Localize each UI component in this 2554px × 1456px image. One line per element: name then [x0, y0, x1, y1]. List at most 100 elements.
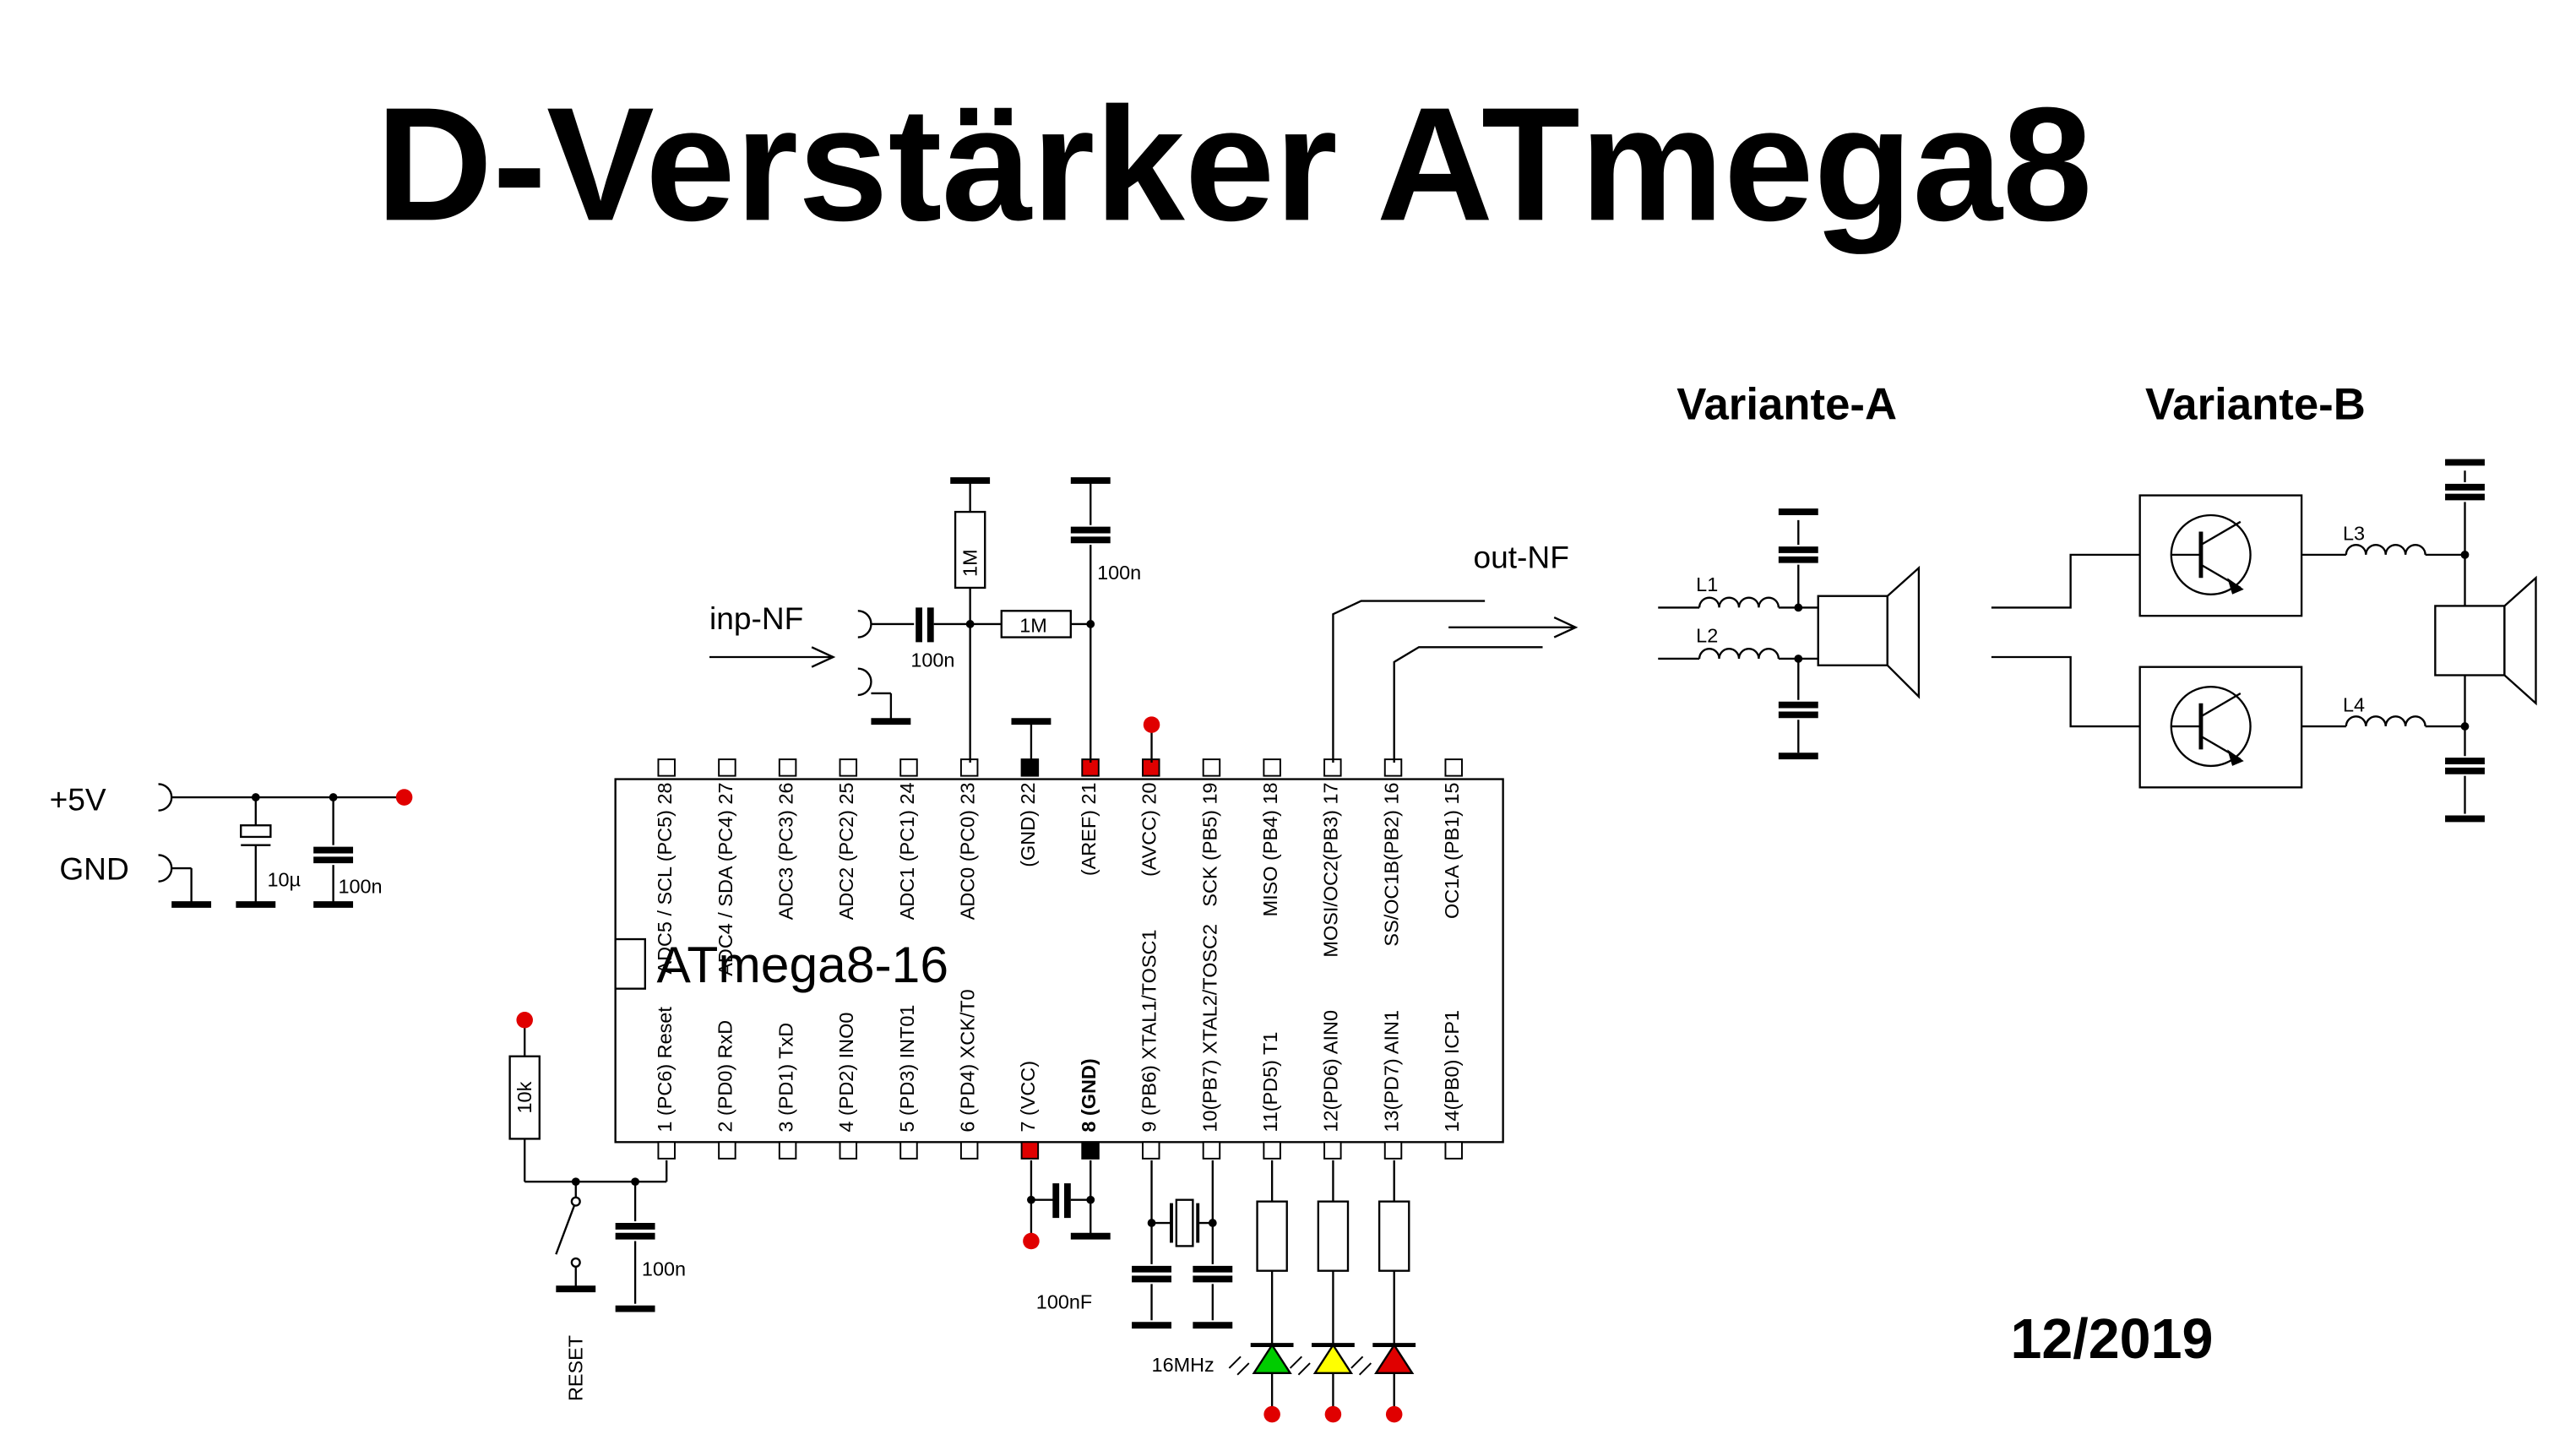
power-dot — [1324, 1405, 1342, 1423]
chip-pin-top — [1202, 758, 1221, 777]
capacitor-symbol — [616, 1226, 655, 1236]
pin-label: 4 (PD2) INO0 — [835, 1013, 857, 1133]
reset-section — [508, 1019, 668, 1304]
capacitor-symbol — [313, 850, 353, 861]
led-resistors — [1256, 1160, 1410, 1411]
led-red — [1350, 1343, 1416, 1376]
capacitor-symbol — [2445, 487, 2485, 497]
pin-label: 5 (PD3) INT01 — [896, 1005, 918, 1133]
pin-label: 14(PB0) ICP1 — [1441, 1010, 1463, 1133]
chip-body — [614, 778, 1504, 1144]
pin-label: 11(PD5) T1 — [1259, 1032, 1281, 1133]
capacitor-symbol — [1193, 1269, 1232, 1279]
pin-label: SS/OC1B(PB2) 16 — [1380, 782, 1402, 946]
c-10u-label: 10µ — [267, 869, 301, 891]
transistor-arrow — [2227, 578, 2244, 595]
switch-contact — [570, 1257, 581, 1268]
capacitor-symbol — [1132, 1269, 1171, 1279]
capacitor-symbol — [1779, 550, 1818, 560]
switch-contact — [570, 1196, 581, 1207]
chip-pin-bottom — [959, 1141, 979, 1160]
l1-label: L1 — [1696, 573, 1718, 595]
c-100n-reset-label: 100n — [642, 1258, 686, 1280]
chip-pin-bottom — [718, 1141, 736, 1160]
chip-pin-top — [778, 758, 797, 777]
power-dot — [395, 789, 413, 806]
pin-label: 6 (PD4) XCK/T0 — [957, 989, 979, 1132]
pin-label: 7 (VCC) — [1017, 1061, 1039, 1133]
capacitor-symbol — [1071, 530, 1111, 541]
power-dot — [1023, 1232, 1040, 1250]
pin-label: 10(PB7) XTAL2/TOSC2 — [1198, 924, 1220, 1133]
chip-pin-bottom — [839, 1141, 858, 1160]
pin-label: (AVCC) 20 — [1138, 782, 1160, 877]
vcc-decoupling — [1030, 1160, 1092, 1235]
r-1m-vertical-label: 1M — [959, 549, 981, 577]
chip-notch — [614, 937, 646, 990]
l3-label: L3 — [2343, 522, 2365, 544]
power-dot — [1385, 1405, 1403, 1423]
chip-pin-bottom — [657, 1141, 676, 1160]
chip-pin-bottom — [1142, 1141, 1160, 1160]
r-10k-label: 10k — [514, 1081, 535, 1113]
l2-label: L2 — [1696, 624, 1718, 646]
chip-pin-bottom — [1444, 1141, 1463, 1160]
pin-label: MISO (PB4) 18 — [1259, 782, 1281, 916]
power-dot — [516, 1012, 533, 1029]
pin-label: 8 (GND) — [1078, 1058, 1100, 1132]
pin-label: ADC3 (PC3) 26 — [774, 782, 796, 920]
led-green — [1228, 1343, 1294, 1376]
c-100nf-vcc-label: 100nF — [1036, 1291, 1092, 1313]
pin-label: 2 (PD0) RxD — [715, 1020, 736, 1133]
capacitor-symbol — [2445, 761, 2485, 771]
pin-label: 9 (PB6) XTAL1/TOSC1 — [1138, 929, 1160, 1132]
chip-pin-top — [899, 758, 918, 777]
variante-b-circuit — [1991, 470, 2537, 814]
chip-name: ATmega8-16 — [656, 936, 948, 993]
chip-pin-bottom — [1263, 1141, 1281, 1160]
chip-pin-bottom — [1202, 1141, 1221, 1160]
chip-pin-bottom — [1383, 1141, 1403, 1160]
chip-pin-top — [1263, 758, 1281, 777]
variante-a-title: Variante-A — [1676, 380, 1897, 430]
c-100n-supply-label: 100n — [338, 875, 382, 897]
pin-label: OC1A (PB1) 15 — [1441, 782, 1463, 919]
pin-label: SCK (PB5) 19 — [1198, 782, 1220, 906]
page-title: D-Verstärker ATmega8 — [376, 73, 2092, 254]
pin-label: 13(PD7) AIN1 — [1380, 1010, 1402, 1133]
pin-label: 12(PD6) AIN0 — [1320, 1010, 1342, 1133]
crystal-section — [1150, 1160, 1214, 1321]
out-nf-label: out-NF — [1473, 540, 1568, 575]
c-100n-aref-label: 100n — [1097, 562, 1141, 584]
pin-label: ADC0 (PC0) 23 — [957, 782, 979, 920]
inp-nf-label: inp-NF — [709, 600, 803, 636]
reset-label: RESET — [565, 1335, 587, 1401]
variante-b-title: Variante-B — [2145, 380, 2366, 430]
pin-label: ADC5 / SCL (PC5) 28 — [654, 782, 676, 974]
pin-label: MOSI/OC2(PB3) 17 — [1320, 782, 1342, 957]
chip-pin-top — [1444, 758, 1463, 777]
date-label: 12/2019 — [2010, 1308, 2213, 1371]
chip-pin-top — [718, 758, 736, 777]
power-supply-section — [158, 783, 405, 904]
chip-pin-top — [657, 758, 676, 777]
pin-label: (GND) 22 — [1017, 782, 1039, 867]
plus5v-label: +5V — [50, 782, 106, 818]
gnd-label: GND — [59, 851, 128, 887]
chip-pin-bottom — [1081, 1141, 1100, 1160]
pin-label: ADC1 (PC1) 24 — [896, 782, 918, 920]
input-section — [709, 479, 1153, 763]
chip-pin-bottom — [1323, 1141, 1342, 1160]
pin-label: 1 (PC6) Reset — [654, 1007, 676, 1133]
crystal-16mhz-label: 16MHz — [1152, 1354, 1215, 1376]
power-dot — [1143, 716, 1160, 733]
chip-pin-bottom — [899, 1141, 918, 1160]
chip-pin-top — [839, 758, 858, 777]
chip-pin-bottom — [1020, 1141, 1040, 1160]
transistor-arrow — [2227, 749, 2244, 766]
led-yellow — [1289, 1343, 1355, 1376]
c-100n-input-label: 100n — [910, 649, 954, 671]
pin-label: ADC2 (PC2) 25 — [835, 782, 857, 920]
input-capacitor — [916, 607, 934, 643]
pin-label: 3 (PD1) TxD — [774, 1023, 796, 1133]
